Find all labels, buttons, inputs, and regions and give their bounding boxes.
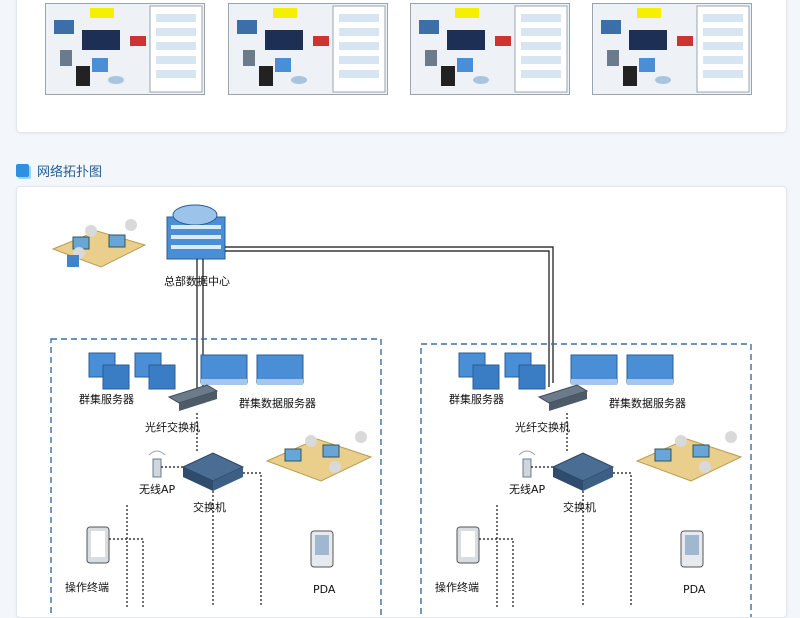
site-1: 群集服务器 群集数据服务器 光纤交换机 无线AP — [50, 338, 382, 617]
site-workstations-icon — [635, 431, 743, 482]
pda-label: PDA — [683, 583, 706, 596]
pda-icon — [680, 530, 704, 568]
data-server-icon — [570, 354, 674, 385]
deployment-thumbnail[interactable] — [592, 3, 752, 95]
topology-card: 总部数据中心 群集服务器 群集数据服务 — [16, 186, 787, 618]
section-heading: 网络拓扑图 — [16, 161, 103, 180]
site-2: 群集服务器 群集数据服务器 光纤交换机 无线AP — [420, 343, 752, 617]
data-servers-label: 群集数据服务器 — [609, 396, 686, 410]
pda-label: PDA — [313, 583, 336, 596]
wireless-ap-label: 无线AP — [509, 482, 546, 496]
operator-terminal-icon — [86, 526, 110, 564]
deployment-thumbnail[interactable] — [45, 3, 205, 95]
switch-label: 交换机 — [193, 500, 226, 514]
operator-terminal-icon — [456, 526, 480, 564]
cluster-servers-label: 群集服务器 — [79, 392, 134, 406]
network-topology-diagram: 总部数据中心 群集服务器 群集数据服务 — [50, 204, 752, 617]
site-1-dotted-links — [109, 413, 262, 607]
switch-icon — [181, 452, 245, 491]
site-workstations-icon — [265, 431, 373, 482]
wireless-ap-label: 无线AP — [139, 482, 176, 496]
deployment-thumbnail[interactable] — [228, 3, 388, 95]
operator-terminal-label: 操作终端 — [435, 580, 479, 594]
data-server-icon — [200, 354, 304, 385]
site-2-dotted-links — [479, 413, 632, 607]
section-title: 网络拓扑图 — [37, 164, 103, 180]
fiber-switch-label: 光纤交换机 — [145, 420, 200, 434]
cluster-servers-label: 群集服务器 — [449, 392, 504, 406]
operator-terminal-label: 操作终端 — [65, 580, 109, 594]
switch-icon — [551, 452, 615, 491]
cluster-server-icon — [458, 352, 546, 390]
hq-workstations-icon — [51, 219, 147, 268]
section-square-icon — [16, 163, 29, 177]
fiber-switch-icon — [167, 384, 219, 411]
deployment-gallery — [16, 0, 787, 133]
cluster-server-icon — [88, 352, 176, 390]
hq-trunk-links — [196, 246, 554, 401]
data-servers-label: 群集数据服务器 — [239, 396, 316, 410]
wireless-ap-icon — [518, 450, 536, 478]
switch-label: 交换机 — [563, 500, 596, 514]
deployment-thumbnail[interactable] — [410, 3, 570, 95]
pda-icon — [310, 530, 334, 568]
fiber-switch-label: 光纤交换机 — [515, 420, 570, 434]
wireless-ap-icon — [148, 450, 166, 478]
hq-datacenter-server-icon — [166, 204, 226, 260]
fiber-switch-icon — [537, 384, 589, 411]
